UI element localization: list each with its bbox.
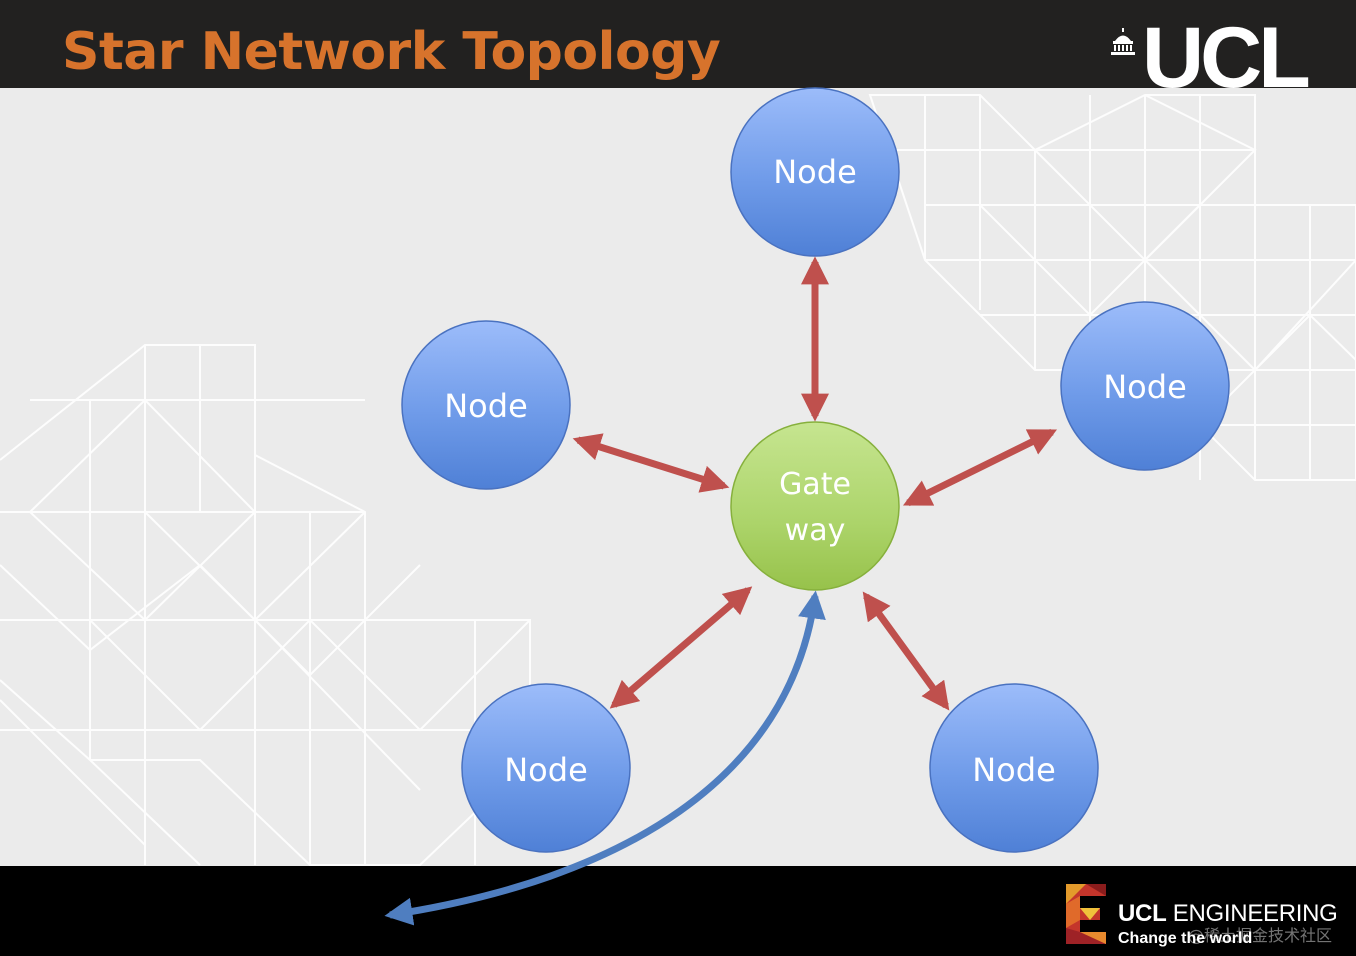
- node-label-right: Node: [1103, 368, 1187, 406]
- node-label-bottom-left: Node: [504, 751, 588, 789]
- external-link-arrow: [384, 590, 826, 926]
- gateway-label-line1: Gate: [779, 467, 851, 502]
- link-left: [572, 433, 730, 493]
- link-right: [902, 428, 1058, 507]
- title-bar: Star Network Topology UCL: [0, 0, 1356, 106]
- ucl-engineering-label: UCL ENGINEERING: [1118, 900, 1338, 928]
- ucl-logo-text: UCL: [1142, 10, 1311, 106]
- gateway-label-line2: way: [784, 513, 846, 548]
- node-label-left: Node: [444, 387, 528, 425]
- watermark: @稀土掘金技术社区: [1188, 926, 1333, 945]
- node-bottom-right: [929, 683, 1099, 853]
- node-bottom-left: [461, 683, 631, 853]
- link-bottom-right: [862, 591, 950, 711]
- tagline: Change the world: [1118, 930, 1253, 947]
- slide-title: Star Network Topology: [62, 22, 721, 82]
- node-label-bottom-right: Node: [972, 751, 1056, 789]
- gateway-hub: [730, 421, 900, 591]
- ucl-engineering-rest: ENGINEERING: [1166, 900, 1338, 927]
- node-right: [1060, 301, 1230, 471]
- node-left: [401, 320, 571, 490]
- engineering-e-logo-icon: [1066, 884, 1106, 944]
- node-label-top: Node: [773, 153, 857, 191]
- link-bottom-left: [609, 586, 753, 709]
- ucl-logo: UCL: [1108, 10, 1338, 106]
- node-top: [730, 87, 900, 257]
- portico-dome-icon: [1111, 28, 1135, 55]
- ucl-engineering-bold: UCL: [1118, 900, 1167, 927]
